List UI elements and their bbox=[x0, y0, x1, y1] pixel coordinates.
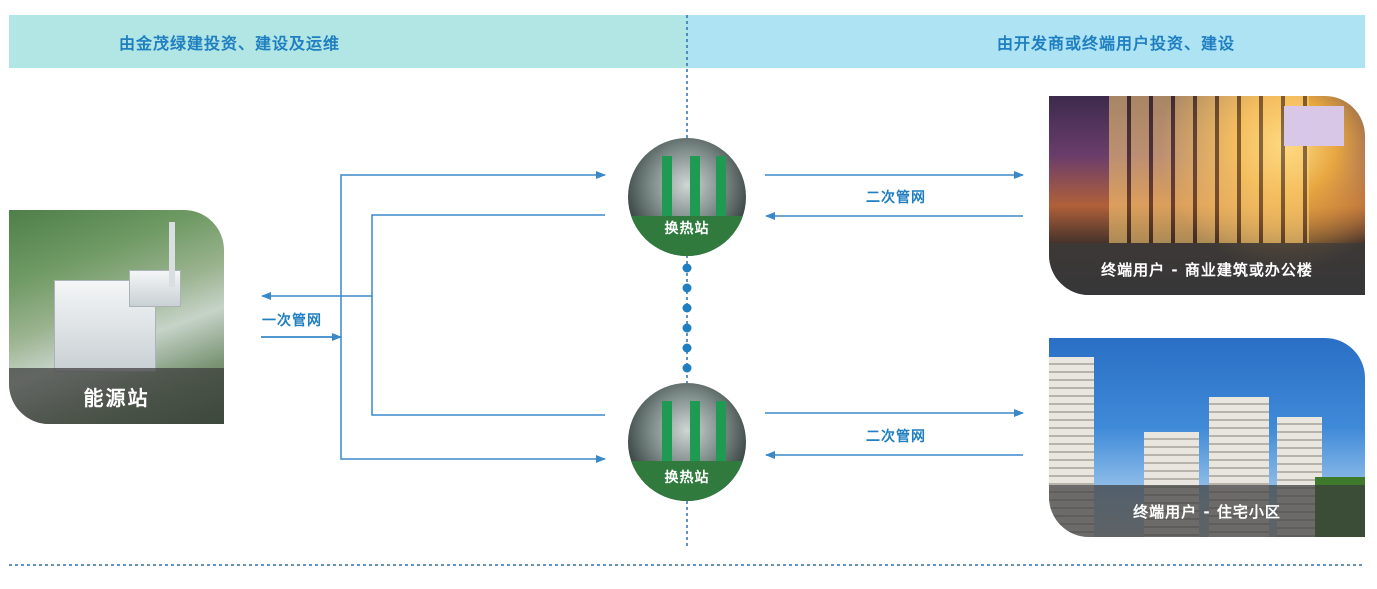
heat-station-top: 换热站 bbox=[628, 138, 746, 256]
end-user-residential-caption: 终端用户 - 住宅小区 bbox=[1049, 485, 1365, 537]
end-user-residential-label: 终端用户 - 住宅小区 bbox=[1133, 502, 1281, 521]
end-user-residential-image: 终端用户 - 住宅小区 bbox=[1049, 338, 1365, 537]
banner-left: 由金茂绿建投资、建设及运维 bbox=[9, 15, 687, 68]
primary-network-label: 一次管网 bbox=[262, 313, 322, 329]
secondary-network-top-label: 二次管网 bbox=[866, 190, 926, 206]
chimney bbox=[169, 222, 175, 287]
end-user-commercial-caption: 终端用户 - 商业建筑或办公楼 bbox=[1049, 243, 1365, 295]
heat-station-top-label: 换热站 bbox=[664, 221, 710, 237]
primary-return-line-lower bbox=[371, 296, 605, 416]
banner-right-text: 由开发商或终端用户投资、建设 bbox=[997, 33, 1236, 53]
heat-station-bottom-label: 换热站 bbox=[664, 470, 710, 486]
secondary-network-bottom-label: 二次管网 bbox=[866, 429, 926, 445]
ellipsis-dot bbox=[682, 343, 692, 353]
banner-left-text: 由金茂绿建投资、建设及运维 bbox=[119, 33, 341, 53]
primary-return-line bbox=[261, 214, 605, 300]
ellipsis-dot bbox=[682, 323, 692, 333]
heat-station-bottom: 换热站 bbox=[628, 383, 746, 501]
ellipsis-dot bbox=[682, 263, 692, 273]
ellipsis-dot bbox=[682, 303, 692, 313]
end-user-commercial-label: 终端用户 - 商业建筑或办公楼 bbox=[1101, 260, 1313, 279]
energy-station-image: 能源站 bbox=[9, 210, 224, 424]
energy-station-label: 能源站 bbox=[83, 385, 150, 410]
primary-supply-line-lower bbox=[340, 337, 606, 463]
end-user-commercial-image: 终端用户 - 商业建筑或办公楼 bbox=[1049, 96, 1365, 295]
ellipsis-dot bbox=[682, 363, 692, 373]
energy-station-caption: 能源站 bbox=[9, 368, 224, 424]
banner-right: 由开发商或终端用户投资、建设 bbox=[687, 15, 1365, 68]
ellipsis-dot bbox=[682, 283, 692, 293]
